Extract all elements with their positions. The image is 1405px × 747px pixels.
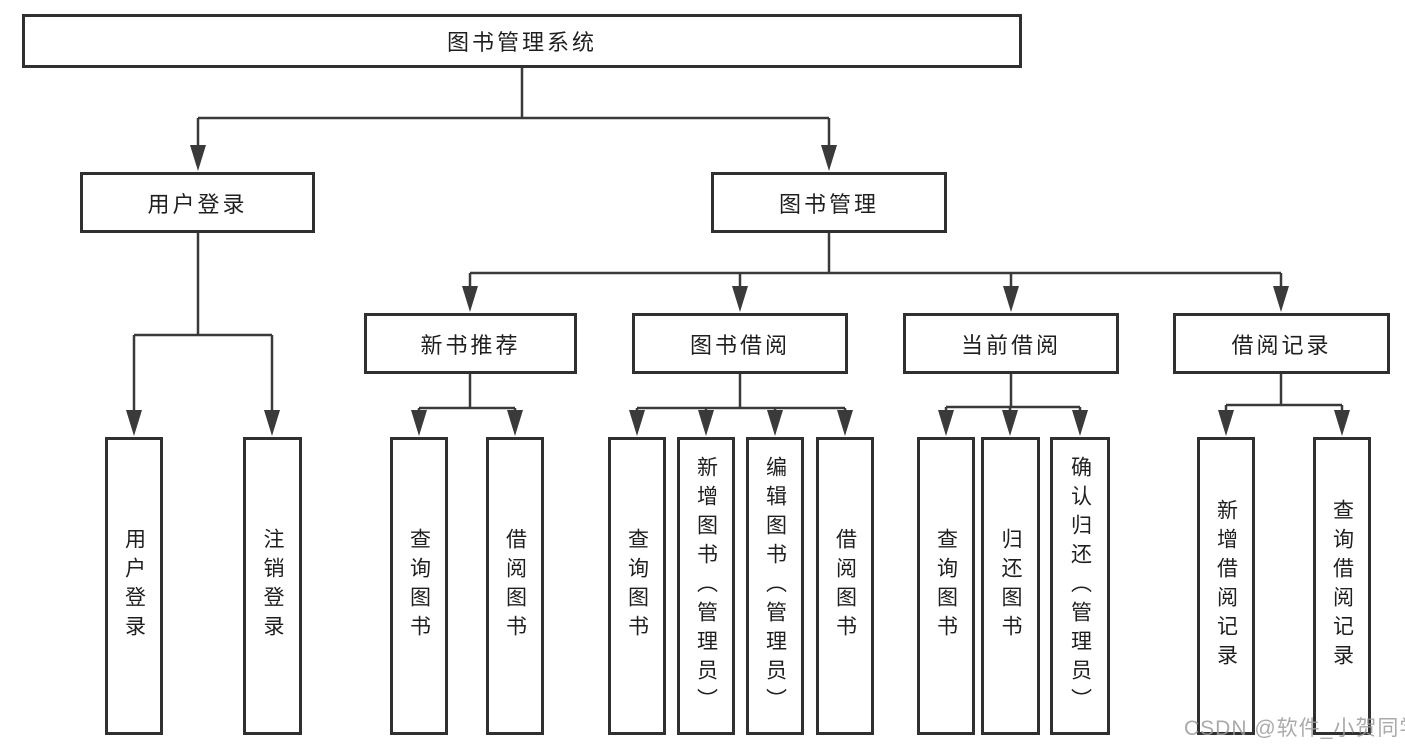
leaf-add-borrow-record: 新增借阅记录 — [1197, 437, 1255, 735]
node-library-system: 图书管理系统 — [22, 14, 1022, 68]
leaf-borrow-books-recommend-label: 借阅图书 — [503, 528, 527, 644]
leaf-query-books-borrow-label: 查询图书 — [625, 528, 649, 644]
leaf-query-books-recommend-label: 查询图书 — [407, 528, 431, 644]
node-new-book-recommend: 新书推荐 — [364, 313, 577, 374]
leaf-user-login: 用户登录 — [105, 437, 163, 735]
leaf-edit-book-admin: 编辑图书（管理员） — [746, 437, 804, 735]
leaf-query-borrow-record: 查询借阅记录 — [1313, 437, 1371, 735]
node-book-management: 图书管理 — [711, 172, 947, 233]
leaf-query-borrow-record-label: 查询借阅记录 — [1330, 499, 1354, 673]
node-user-login: 用户登录 — [80, 172, 315, 233]
leaf-confirm-return-admin-label: 确认归还（管理员） — [1068, 455, 1092, 717]
leaf-add-book-admin: 新增图书（管理员） — [677, 437, 735, 735]
leaf-user-login-label: 用户登录 — [122, 528, 146, 644]
leaf-borrow-books-recommend: 借阅图书 — [486, 437, 544, 735]
leaf-borrow-books: 借阅图书 — [816, 437, 874, 735]
leaf-query-books-current-label: 查询图书 — [934, 528, 958, 644]
leaf-confirm-return-admin: 确认归还（管理员） — [1050, 437, 1110, 735]
leaf-query-books-current: 查询图书 — [917, 437, 975, 735]
leaf-return-book-label: 归还图书 — [999, 528, 1022, 644]
node-borrow-records: 借阅记录 — [1173, 313, 1390, 374]
leaf-logout: 注销登录 — [243, 437, 302, 735]
leaf-add-book-admin-label: 新增图书（管理员） — [694, 455, 718, 717]
leaf-edit-book-admin-label: 编辑图书（管理员） — [763, 455, 787, 717]
leaf-borrow-books-label: 借阅图书 — [833, 528, 857, 644]
leaf-query-books-recommend: 查询图书 — [390, 437, 448, 735]
node-book-borrow: 图书借阅 — [632, 313, 848, 374]
leaf-logout-label: 注销登录 — [261, 528, 284, 644]
watermark-text: CSDN @软件_小贺同学 — [1184, 717, 1405, 740]
leaf-query-books-borrow: 查询图书 — [608, 437, 666, 735]
leaf-add-borrow-record-label: 新增借阅记录 — [1214, 499, 1238, 673]
leaf-return-book: 归还图书 — [981, 437, 1040, 735]
node-current-borrow: 当前借阅 — [903, 313, 1119, 374]
